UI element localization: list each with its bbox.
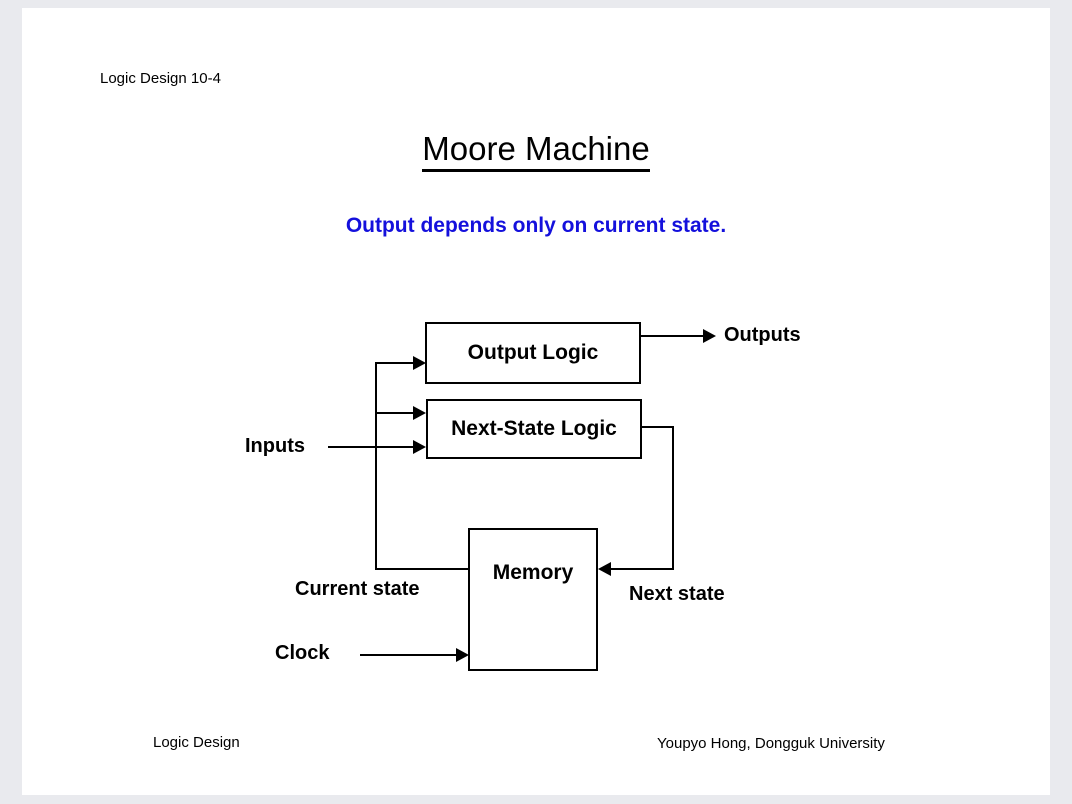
- current-state-wire-vertical: [375, 362, 377, 570]
- slide-header-label: Logic Design 10-4: [100, 70, 221, 87]
- page-title: Moore Machine: [22, 130, 1050, 172]
- current-state-branch-output-logic: [375, 362, 413, 364]
- next-state-wire-vertical: [672, 426, 674, 570]
- next-state-wire-bottom: [611, 568, 673, 570]
- block-next-state-logic: Next-State Logic: [426, 399, 642, 459]
- next-state-arrowhead: [598, 562, 611, 576]
- label-next-state: Next state: [629, 583, 725, 605]
- slide-canvas: Logic Design 10-4 Moore Machine Output d…: [22, 8, 1050, 795]
- current-state-wire-bottom: [375, 568, 469, 570]
- current-state-branch-next-state: [375, 412, 413, 414]
- outputs-wire: [641, 335, 703, 337]
- page-title-text: Moore Machine: [422, 130, 650, 172]
- slide-subtitle: Output depends only on current state.: [345, 214, 727, 237]
- label-inputs: Inputs: [245, 435, 305, 457]
- footer-left-text: Logic Design: [153, 734, 240, 751]
- next-state-wire-top: [641, 426, 674, 428]
- block-memory: Memory: [468, 528, 598, 671]
- inputs-wire: [328, 446, 413, 448]
- label-clock: Clock: [275, 642, 330, 664]
- current-state-next-state-arrowhead: [413, 406, 426, 420]
- moore-machine-diagram: Output Logic Next-State Logic Memory Inp…: [22, 8, 1050, 795]
- label-outputs: Outputs: [724, 324, 801, 346]
- clock-arrowhead: [456, 648, 469, 662]
- inputs-arrowhead: [413, 440, 426, 454]
- label-current-state: Current state: [295, 578, 420, 600]
- clock-wire: [360, 654, 456, 656]
- current-state-output-arrowhead: [413, 356, 426, 370]
- footer-right-text: Youpyo Hong, Dongguk University: [657, 735, 885, 752]
- outputs-arrowhead: [703, 329, 716, 343]
- block-output-logic: Output Logic: [425, 322, 641, 384]
